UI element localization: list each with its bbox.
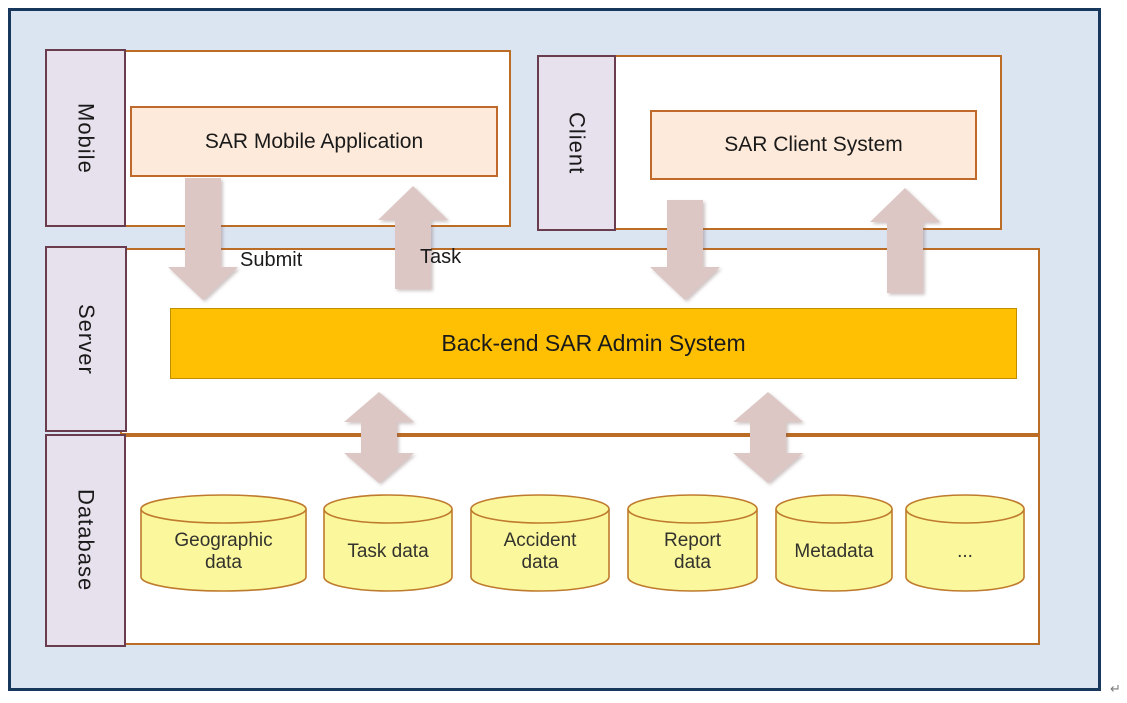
mobile-tier-label: Mobile — [45, 49, 126, 227]
database-cylinder: Metadata — [775, 493, 893, 593]
server-database-double-arrow-left — [344, 392, 414, 483]
cylinder-label: Geographic data — [174, 529, 273, 573]
backend-admin-system-label: Back-end SAR Admin System — [441, 330, 746, 356]
database-cylinder: Accident data — [470, 493, 610, 593]
mobile-submit-down-arrow — [168, 178, 238, 300]
client-down-arrow — [650, 200, 720, 300]
cylinder-label: Accident data — [503, 529, 577, 573]
client-up-arrow — [870, 188, 940, 293]
database-tier-label-text: Database — [73, 489, 99, 592]
sar-client-system-box: SAR Client System — [650, 110, 977, 180]
sar-mobile-application-box: SAR Mobile Application — [130, 106, 498, 177]
database-cylinder: ... — [905, 493, 1025, 593]
database-cylinder: Task data — [323, 493, 453, 593]
client-tier-label: Client — [537, 55, 616, 231]
server-tier-label-text: Server — [74, 303, 99, 375]
server-tier-label: Server — [45, 246, 127, 432]
cylinder-label: Task data — [347, 540, 429, 562]
cylinder-shape-icon — [323, 494, 453, 592]
cylinder-shape-icon — [627, 494, 758, 592]
mobile-task-up-arrow — [378, 186, 448, 289]
cylinder-label: Metadata — [794, 540, 874, 562]
backend-admin-system-bar: Back-end SAR Admin System — [170, 308, 1017, 379]
mobile-tier-label-text: Mobile — [73, 102, 99, 174]
database-cylinder: Geographic data — [140, 493, 307, 593]
sar-mobile-application-label: SAR Mobile Application — [204, 129, 424, 153]
cylinder-shape-icon — [470, 494, 610, 592]
client-tier-label-text: Client — [564, 111, 590, 175]
submit-flow-label: Submit — [240, 249, 303, 271]
cylinder-shape-icon — [140, 494, 307, 592]
database-cylinder: Report data — [627, 493, 758, 593]
sar-client-system-label: SAR Client System — [724, 133, 903, 156]
task-flow-label: Task — [420, 246, 462, 268]
cylinder-label: Report data — [663, 529, 722, 573]
paragraph-return-mark: ↵ — [1110, 681, 1121, 696]
server-database-double-arrow-right — [733, 392, 803, 483]
cylinder-shape-icon — [905, 494, 1025, 592]
cylinder-shape-icon — [775, 494, 893, 592]
database-tier-label: Database — [45, 434, 126, 647]
cylinder-label: ... — [957, 540, 973, 562]
